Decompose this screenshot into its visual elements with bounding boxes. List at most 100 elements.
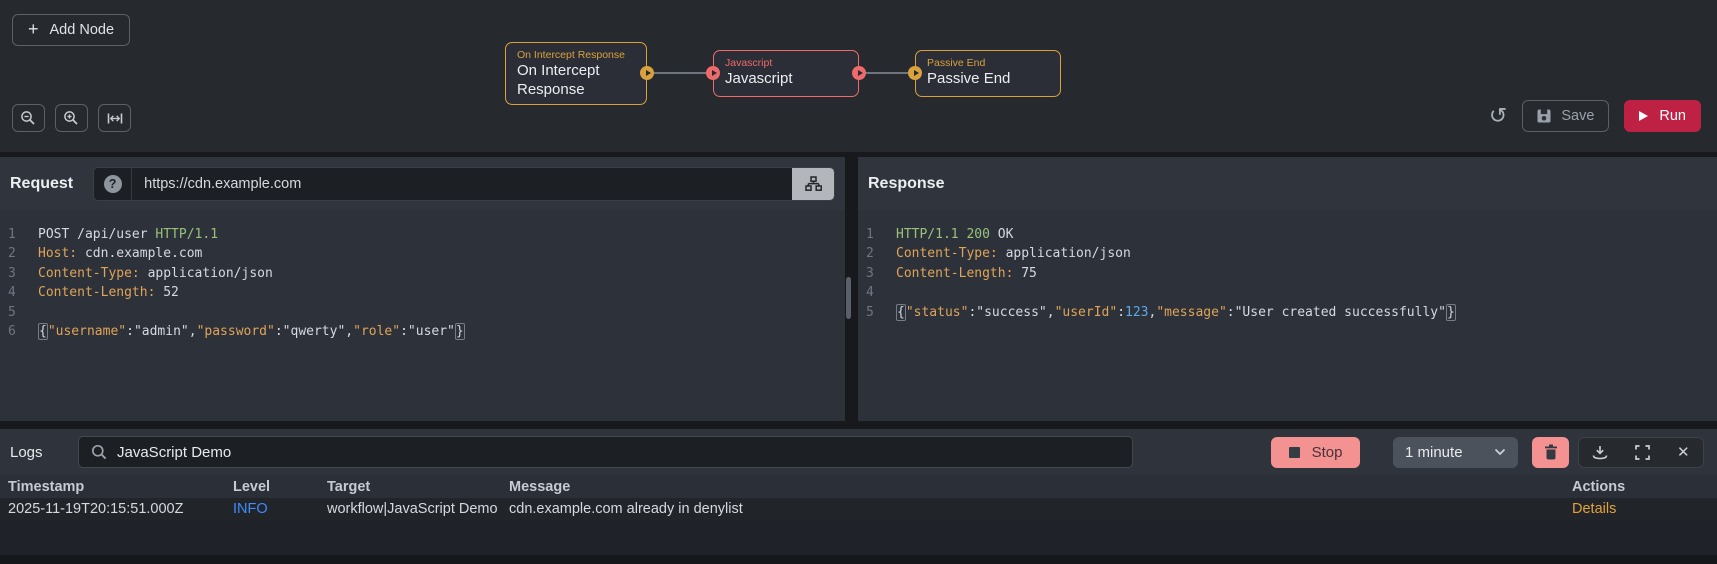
response-title: Response bbox=[868, 174, 945, 192]
logs-search-box[interactable] bbox=[78, 436, 1133, 468]
line-number: 3 bbox=[8, 265, 16, 281]
logs-search-input[interactable] bbox=[117, 443, 1120, 461]
add-node-button[interactable]: + Add Node bbox=[12, 14, 131, 46]
edge-javascript-to-passive-end bbox=[859, 72, 915, 74]
close-logs-button[interactable]: ✕ bbox=[1676, 443, 1690, 461]
code-line: 2 Content-Type: application/json bbox=[858, 244, 1717, 263]
node-name: Javascript bbox=[725, 70, 793, 87]
url-input[interactable]: https://cdn.example.com bbox=[144, 175, 302, 192]
request-scrollbar-thumb[interactable] bbox=[846, 277, 851, 319]
code-text: {"status":"success","userId":123,"messag… bbox=[896, 303, 1456, 321]
line-number: 5 bbox=[866, 304, 874, 320]
node-on-intercept-response[interactable]: On Intercept Response On Intercept Respo… bbox=[505, 42, 647, 105]
column-header: Level bbox=[225, 475, 319, 498]
expand-logs-button[interactable] bbox=[1635, 444, 1651, 460]
zoom-in-button[interactable] bbox=[55, 104, 88, 132]
logs-section: Logs Stop 1 minute bbox=[0, 421, 1717, 564]
log-cell: cdn.example.com already in denylist bbox=[501, 498, 1564, 520]
code-line: 4 bbox=[858, 283, 1717, 302]
code-text: POST /api/user HTTP/1.1 bbox=[38, 227, 219, 242]
node-javascript[interactable]: Javascript Javascript bbox=[713, 50, 859, 97]
clear-logs-button[interactable] bbox=[1532, 436, 1569, 468]
fit-width-button[interactable] bbox=[98, 104, 131, 132]
line-number: 4 bbox=[8, 285, 16, 301]
node-name: Passive End bbox=[927, 70, 1011, 87]
request-header: Request ? https://cdn.example.com bbox=[0, 157, 845, 210]
sitemap-icon bbox=[804, 175, 822, 191]
plus-icon: + bbox=[28, 18, 39, 39]
code-text: Content-Length: 75 bbox=[896, 265, 1037, 281]
undo-icon[interactable]: ↺ bbox=[1488, 103, 1508, 128]
download-logs-button[interactable] bbox=[1592, 445, 1608, 460]
bottom-edge bbox=[0, 555, 1717, 564]
line-number: 3 bbox=[866, 265, 874, 281]
line-number: 1 bbox=[866, 227, 874, 242]
line-number: 2 bbox=[8, 246, 16, 262]
request-title: Request bbox=[10, 174, 74, 192]
node-input-port[interactable] bbox=[706, 66, 720, 80]
run-button[interactable]: Run bbox=[1624, 100, 1701, 132]
node-output-port[interactable] bbox=[640, 66, 654, 80]
line-number: 2 bbox=[866, 246, 874, 262]
search-icon bbox=[91, 444, 107, 460]
code-line: 5 bbox=[0, 303, 845, 322]
node-output-port[interactable] bbox=[852, 66, 866, 80]
logs-top-divider bbox=[0, 421, 1717, 429]
node-passive-end[interactable]: Passive End Passive End bbox=[915, 50, 1061, 97]
stop-button[interactable]: Stop bbox=[1271, 436, 1360, 468]
url-bar[interactable]: ? https://cdn.example.com bbox=[93, 166, 835, 201]
http-panels: Request ? https://cdn.example.com bbox=[0, 152, 1717, 421]
node-type-label: Passive End bbox=[927, 57, 986, 69]
response-header: Response bbox=[858, 157, 1717, 210]
stop-icon bbox=[1288, 446, 1300, 458]
save-button[interactable]: Save bbox=[1522, 100, 1610, 132]
workflow-toolbar: ↺ Save Run bbox=[1489, 100, 1701, 132]
add-node-label: Add Node bbox=[49, 22, 115, 38]
node-type-label: Javascript bbox=[725, 57, 773, 69]
interval-dropdown[interactable]: 1 minute bbox=[1393, 436, 1518, 468]
code-text: Content-Type: application/json bbox=[896, 246, 1131, 262]
interval-value: 1 minute bbox=[1405, 443, 1463, 461]
code-text: {"username":"admin","password":"qwerty",… bbox=[38, 322, 465, 340]
zoom-in-icon bbox=[64, 111, 78, 125]
edge-intercept-to-javascript bbox=[647, 72, 713, 74]
play-icon bbox=[1639, 111, 1649, 121]
sitemap-button[interactable] bbox=[792, 167, 834, 200]
code-line: 3 Content-Length: 75 bbox=[858, 264, 1717, 283]
column-header: Timestamp bbox=[0, 475, 225, 498]
code-line: 3 Content-Type: application/json bbox=[0, 264, 845, 283]
line-number: 5 bbox=[8, 304, 16, 320]
log-cell: INFO bbox=[225, 498, 319, 520]
canvas-zoom-controls bbox=[12, 104, 131, 132]
code-text: Host: cdn.example.com bbox=[38, 246, 203, 262]
logs-window-controls: ✕ bbox=[1578, 436, 1704, 468]
floppy-icon bbox=[1537, 109, 1551, 123]
logs-title: Logs bbox=[10, 443, 43, 461]
node-input-port[interactable] bbox=[908, 66, 922, 80]
trash-icon bbox=[1544, 444, 1557, 460]
fullscreen-icon bbox=[1635, 444, 1651, 460]
details-link[interactable]: Details bbox=[1564, 498, 1717, 520]
run-label: Run bbox=[1659, 108, 1686, 124]
line-number: 6 bbox=[8, 323, 16, 339]
code-line: 2 Host: cdn.example.com bbox=[0, 244, 845, 263]
stop-label: Stop bbox=[1311, 443, 1343, 461]
code-text: Content-Type: application/json bbox=[38, 265, 273, 281]
zoom-out-button[interactable] bbox=[12, 104, 45, 132]
workflow-canvas[interactable]: + Add Node On Intercept Response On Inte… bbox=[0, 0, 1717, 152]
column-header: Target bbox=[319, 475, 501, 498]
download-icon bbox=[1593, 445, 1608, 459]
fit-width-icon bbox=[107, 113, 122, 123]
code-text: Content-Length: 52 bbox=[38, 285, 179, 301]
code-line: 5 {"status":"success","userId":123,"messa… bbox=[858, 303, 1717, 322]
url-help[interactable]: ? bbox=[94, 167, 133, 200]
node-type-label: On Intercept Response bbox=[517, 49, 625, 61]
